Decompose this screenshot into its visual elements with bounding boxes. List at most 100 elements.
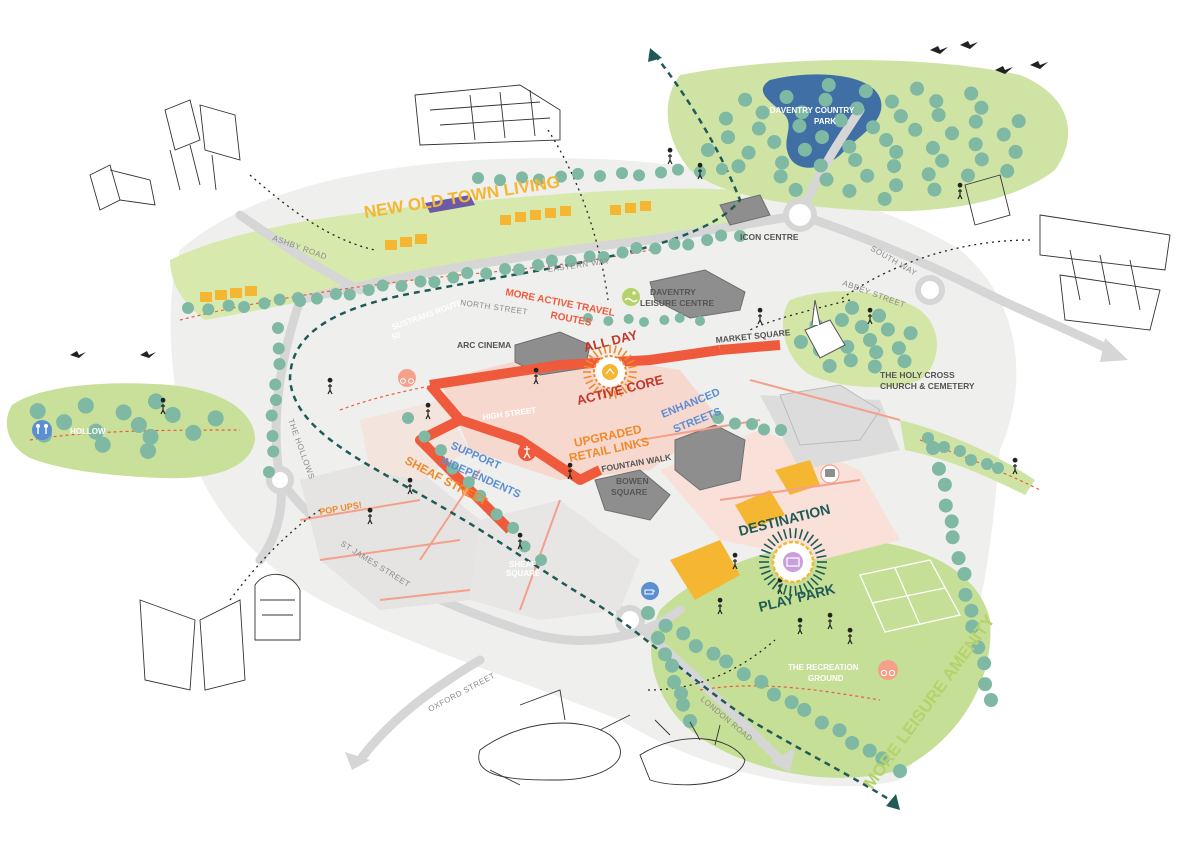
tree — [658, 618, 673, 633]
tree — [754, 674, 769, 689]
person-figure — [757, 307, 763, 325]
burst-ray — [767, 538, 776, 547]
sports-courts — [859, 559, 961, 633]
recreation-ground-label-1: THE RECREATION — [788, 663, 859, 672]
tree — [891, 341, 906, 356]
tree — [957, 567, 972, 581]
tree — [142, 428, 159, 445]
tree — [797, 142, 812, 157]
tree — [701, 234, 714, 246]
tree — [472, 172, 484, 184]
person-figure — [827, 612, 833, 630]
person-figure — [327, 377, 333, 395]
sketch-vignettes — [89, 84, 1171, 786]
housing-destination-3 — [775, 460, 820, 495]
tree — [719, 654, 734, 669]
tree — [910, 81, 925, 96]
tree — [867, 359, 882, 374]
burst-ray — [621, 350, 628, 358]
burst-ray — [613, 345, 617, 354]
person-figure — [1012, 457, 1018, 475]
person-figure — [847, 627, 853, 645]
tree — [633, 169, 645, 182]
roundabout-west — [266, 466, 294, 494]
tree — [842, 183, 857, 198]
tree — [77, 397, 94, 414]
tree — [667, 675, 681, 689]
tree — [668, 238, 681, 250]
tree — [813, 158, 828, 173]
tree — [649, 242, 662, 255]
sustrans-route-number: 50 — [391, 330, 403, 342]
tree — [718, 111, 733, 126]
tree — [875, 751, 890, 766]
tree — [273, 358, 286, 370]
playground-icon — [783, 552, 803, 572]
tree — [779, 90, 794, 105]
leisure-centre-label-2: LEISURE CENTRE — [640, 298, 714, 308]
roundabout-icon-centre — [783, 198, 817, 232]
burst-ray — [761, 569, 771, 576]
tree — [938, 498, 953, 513]
tree — [921, 167, 936, 182]
burst-ray — [588, 354, 596, 361]
tree — [767, 687, 781, 702]
tree — [623, 314, 634, 324]
tree — [1008, 144, 1023, 159]
burst-ray — [815, 569, 825, 576]
trees-layer — [29, 77, 1026, 778]
country-park-label-1: DAVENTRY COUNTRY — [770, 106, 855, 115]
tree — [490, 508, 503, 521]
minor-orange-streets — [299, 379, 901, 611]
burst-ray — [777, 583, 784, 593]
tree — [480, 267, 493, 280]
tree — [954, 445, 966, 457]
tree — [535, 554, 547, 566]
tree — [676, 697, 690, 712]
tree — [929, 94, 944, 109]
tree — [889, 178, 904, 193]
burst-ray — [794, 528, 797, 539]
sketch-playground — [478, 689, 631, 786]
tree — [925, 140, 940, 155]
tree — [992, 462, 1004, 474]
tree — [655, 166, 667, 179]
tree — [294, 295, 306, 307]
tree — [499, 263, 512, 275]
tree — [792, 118, 807, 133]
tree — [981, 458, 993, 470]
tree — [310, 292, 323, 305]
burst-ray — [597, 388, 603, 397]
housing-yellow — [200, 201, 820, 600]
tree — [968, 137, 983, 152]
sheaf-street-core — [415, 415, 514, 534]
tree — [746, 418, 758, 430]
tree — [447, 271, 460, 284]
tree — [376, 279, 389, 292]
burst-ray — [592, 386, 599, 394]
tree — [56, 414, 73, 431]
tree — [676, 626, 691, 641]
burst-ray — [802, 531, 809, 541]
sheaf-square-label-2: SQUARE — [506, 569, 541, 578]
person-figure — [957, 182, 963, 200]
tree — [651, 631, 665, 645]
tree — [446, 462, 459, 475]
tree — [845, 300, 860, 315]
tree — [974, 100, 989, 115]
all-day-burst — [583, 345, 637, 399]
tree — [821, 77, 836, 92]
burst-ray — [759, 554, 770, 559]
tree — [960, 168, 975, 183]
burst-ray — [789, 528, 792, 539]
person-figure — [407, 477, 413, 495]
tree — [564, 255, 577, 267]
bowen-square-label-2: SQUARE — [611, 487, 648, 497]
person-figure — [717, 597, 723, 615]
person-figure — [697, 162, 703, 180]
tree — [545, 254, 558, 267]
tree — [968, 114, 983, 129]
tree — [665, 658, 679, 673]
burst-ray — [588, 383, 596, 390]
